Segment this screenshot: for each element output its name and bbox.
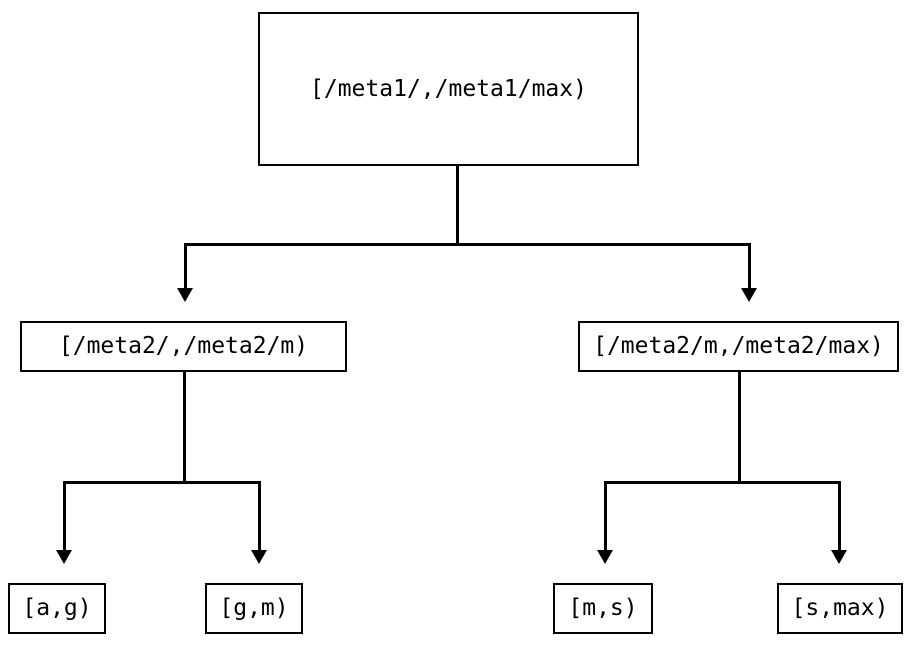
arrowhead-root-to-mid-left (177, 288, 193, 302)
arrowhead-mid-right-to-leaf-3 (597, 550, 613, 564)
arrowhead-mid-left-to-leaf-2 (251, 550, 267, 564)
edge-mid-left-trunk (183, 372, 186, 484)
arrowhead-mid-right-to-leaf-4 (831, 550, 847, 564)
tree-node-leaf-3[interactable]: [m,s) (553, 583, 653, 634)
arrowhead-mid-left-to-leaf-1 (56, 550, 72, 564)
edge-mid-left-crossbar-right (183, 481, 261, 484)
edge-root-to-mid-right-drop (748, 243, 751, 290)
tree-node-mid-left-label: [/meta2/,/meta2/m) (58, 333, 309, 359)
tree-node-leaf-1-label: [a,g) (22, 595, 92, 621)
tree-node-leaf-4-label: [s,max) (791, 595, 889, 621)
arrowhead-root-to-mid-right (741, 288, 757, 302)
tree-node-mid-left[interactable]: [/meta2/,/meta2/m) (20, 321, 347, 372)
tree-node-leaf-1[interactable]: [a,g) (8, 583, 106, 634)
edge-root-trunk (456, 166, 459, 246)
edge-mid-right-crossbar-left (604, 481, 741, 484)
tree-node-mid-right[interactable]: [/meta2/m,/meta2/max) (578, 321, 899, 372)
edge-root-to-mid-left-drop (184, 243, 187, 290)
tree-node-leaf-4[interactable]: [s,max) (777, 583, 903, 634)
tree-node-mid-right-label: [/meta2/m,/meta2/max) (593, 333, 884, 359)
edge-mid-left-crossbar-left (63, 481, 186, 484)
edge-mid-left-to-leaf-2-drop (258, 481, 261, 552)
edge-mid-right-trunk (738, 372, 741, 484)
tree-node-root[interactable]: [/meta1/,/meta1/max) (258, 12, 639, 166)
tree-node-leaf-2-label: [g,m) (219, 595, 289, 621)
edge-mid-right-crossbar-right (738, 481, 841, 484)
tree-node-leaf-3-label: [m,s) (568, 595, 638, 621)
edge-mid-right-to-leaf-4-drop (838, 481, 841, 552)
tree-node-root-label: [/meta1/,/meta1/max) (310, 75, 587, 102)
edge-root-crossbar (184, 243, 751, 246)
edge-mid-left-to-leaf-1-drop (63, 481, 66, 552)
tree-node-leaf-2[interactable]: [g,m) (205, 583, 303, 634)
edge-mid-right-to-leaf-3-drop (604, 481, 607, 552)
